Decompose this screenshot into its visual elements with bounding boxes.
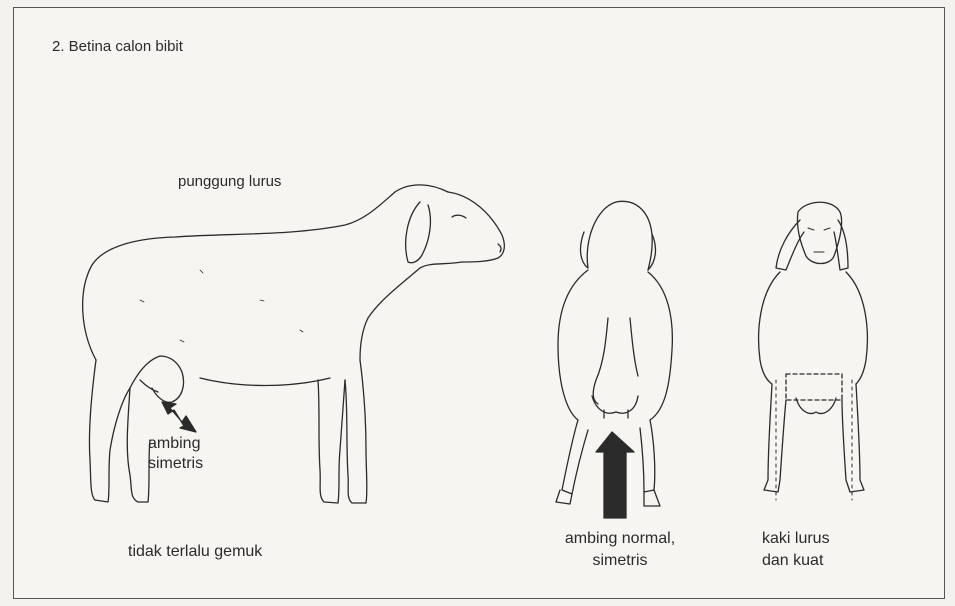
label-straight-legs-line2: dan kuat xyxy=(762,550,830,572)
figure-title: 2. Betina calon bibit xyxy=(52,37,183,56)
label-udder-symmetric-line1: ambing xyxy=(148,434,203,454)
label-udder-symmetric: ambing simetris xyxy=(148,434,203,474)
sheep-rear-view xyxy=(556,201,672,518)
sheep-side-view xyxy=(83,185,505,503)
label-straight-legs: kaki lurus dan kuat xyxy=(762,528,830,572)
label-udder-symmetric-line2: simetris xyxy=(148,454,203,474)
label-udder-normal-line1: ambing normal, xyxy=(545,528,695,550)
label-straight-back: punggung lurus xyxy=(178,172,281,191)
label-straight-legs-line1: kaki lurus xyxy=(762,528,830,550)
label-udder-normal: ambing normal, simetris xyxy=(545,528,695,572)
sheep-front-view xyxy=(759,202,868,500)
label-not-too-fat: tidak terlalu gemuk xyxy=(128,542,262,561)
label-udder-normal-line2: simetris xyxy=(545,550,695,572)
